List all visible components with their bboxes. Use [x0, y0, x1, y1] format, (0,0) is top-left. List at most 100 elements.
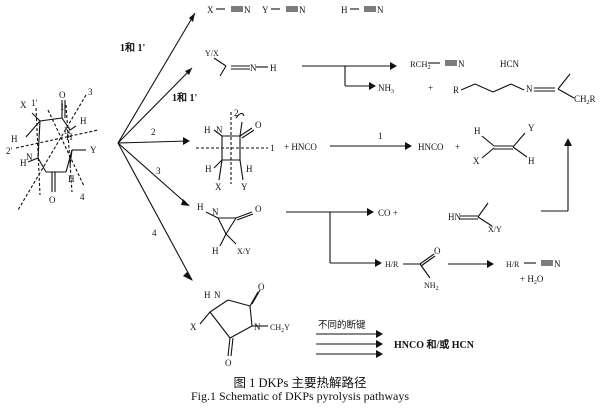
azir-o: O: [255, 204, 262, 214]
lactam-h3: H: [246, 164, 253, 174]
atom-h-right: H: [66, 132, 73, 142]
alkene-x: X: [473, 156, 480, 166]
aziridinone: [205, 211, 254, 247]
azir-xy: X/Y: [237, 247, 251, 256]
amide: [403, 253, 436, 279]
chain-end-r: CH2R: [574, 94, 596, 106]
plus-alkene: +: [455, 142, 460, 152]
atom-y: Y: [90, 145, 97, 155]
atom-x: X: [20, 100, 27, 110]
hyd-x: X: [190, 322, 197, 332]
nitrile-products: [428, 60, 457, 66]
lactam-n: N: [216, 125, 223, 135]
final-product: HNCO 和/或 HCN: [394, 338, 475, 351]
amide-o: O: [434, 246, 441, 256]
hydantoin: [199, 289, 268, 357]
lactam-ring: [196, 112, 268, 184]
alkene: [481, 132, 528, 159]
atom-h-left: H: [11, 134, 18, 144]
arrowheads-main: [181, 13, 195, 281]
atom-n-bottom: N: [26, 152, 33, 162]
nitrile-n-1: N: [244, 5, 251, 15]
dkp-molecule: [15, 94, 99, 211]
hyd-o2: O: [225, 358, 232, 368]
hyd-n2: N: [254, 322, 261, 332]
atom-n-top: N: [64, 126, 71, 136]
alkene-y: Y: [528, 123, 535, 133]
amide-arrowhead: [487, 260, 494, 268]
pathway-label-1-1prime-b: 1和 1': [172, 91, 197, 104]
imine-arrowheads: [369, 62, 397, 90]
right-up-arrow: [541, 143, 569, 212]
aziridinone-arrowheads: [367, 208, 382, 267]
lactam-y: Y: [241, 182, 248, 192]
lactam-arrowheads: [405, 142, 412, 150]
azir-h2: H: [212, 246, 219, 256]
pathway-label-4: 4: [152, 228, 157, 238]
imine2-xy: X/Y: [488, 225, 502, 234]
hyd-h: H: [204, 290, 211, 300]
alkene-h1: H: [474, 126, 481, 136]
lactam-cleave-1: 1: [270, 143, 275, 153]
chain-n: N: [526, 84, 533, 94]
alkene-h2: H: [528, 156, 535, 166]
hyd-o1: O: [258, 282, 265, 292]
pathway-label-2: 2: [151, 127, 156, 137]
lactam-h2: H: [205, 164, 212, 174]
nitrile2-n: N: [554, 259, 561, 269]
atom-o-bottom: O: [49, 195, 56, 205]
triple-arrows: [316, 333, 378, 355]
nitriles-row: [216, 6, 376, 12]
hnco-product: HNCO: [418, 142, 444, 152]
nitrile2-hr: H/R: [506, 260, 520, 269]
nitrile2: [524, 260, 553, 266]
label-3: 3: [88, 87, 93, 97]
atom-h-top: H: [80, 116, 87, 126]
plus-nh3: +: [428, 83, 433, 93]
amide-hr: H/R: [385, 260, 399, 269]
caption-zh: 图 1 DKPs 主要热解路径: [233, 376, 367, 390]
rch2-cn-n: N: [458, 59, 465, 69]
lactam-h1: H: [204, 125, 211, 135]
lactam-o: O: [255, 120, 262, 130]
bond-break-label: 不同的断键: [318, 319, 366, 331]
chain-r: R: [453, 85, 459, 95]
pathway-label-3: 3: [156, 166, 161, 176]
imine: [213, 57, 268, 77]
nitrile-y: Y: [262, 5, 269, 15]
hyd-n1: N: [214, 290, 221, 300]
imine-h: H: [270, 63, 277, 73]
label-4: 4: [80, 192, 85, 202]
imine2-hn: HN: [448, 212, 461, 222]
co-plus: CO +: [378, 208, 398, 218]
triple-arrowheads: [376, 330, 383, 358]
chain-imine: [460, 73, 575, 99]
nitrile-n-2: N: [299, 5, 306, 15]
plus-hnco: + HNCO: [284, 142, 317, 152]
nitrile-n-3: N: [377, 5, 384, 15]
lactam-x: X: [215, 182, 222, 192]
nitrile-x: X: [207, 5, 214, 15]
aziridinone-arrows: [286, 211, 378, 264]
atom-o-top: O: [59, 90, 66, 100]
imine-n: N: [250, 63, 257, 73]
hyd-ch2y: CH2Y: [270, 323, 290, 334]
lactam-cleave-2: 2: [234, 108, 239, 118]
imine2: [460, 202, 493, 227]
rch2-label: RCH2: [410, 59, 430, 71]
label-1: 1: [60, 102, 65, 112]
atom-h-bottom: H: [68, 174, 75, 184]
pathway-label-1-1prime: 1和 1': [120, 41, 145, 54]
amide-nh2: NH2: [424, 281, 439, 292]
nh3-label: NH3: [378, 83, 394, 95]
right-up-arrowhead: [564, 138, 572, 146]
atom-h-mid: H: [20, 158, 27, 168]
imine-sub: Y/X: [205, 49, 219, 58]
nitrile-h: H: [341, 5, 348, 15]
azir-h: H: [197, 202, 204, 212]
label-1prime: 1': [31, 98, 38, 108]
pathway-arrows: [117, 12, 196, 281]
pathway-label-1-lactam: 1: [378, 131, 383, 141]
